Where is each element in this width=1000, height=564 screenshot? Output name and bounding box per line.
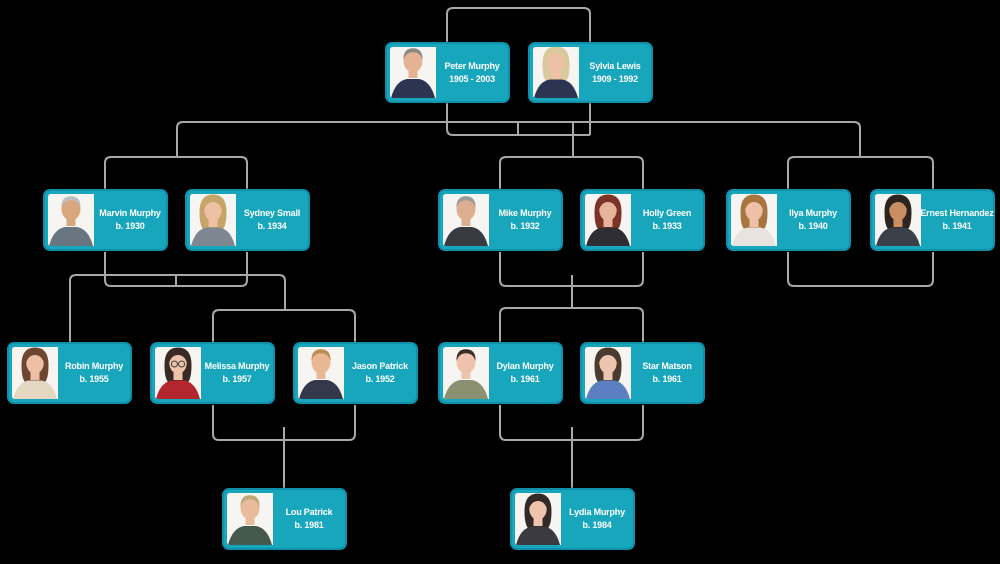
person-card-melissa-murphy[interactable]: Melissa Murphy b. 1957 — [150, 342, 275, 404]
portrait-photo — [48, 194, 94, 246]
person-card-dylan-murphy[interactable]: Dylan Murphy b. 1961 — [438, 342, 563, 404]
portrait-photo — [585, 347, 631, 399]
person-card-sydney-small[interactable]: Sydney Small b. 1934 — [185, 189, 310, 251]
person-name: Sydney Small — [243, 208, 301, 218]
person-name: Jason Patrick — [352, 361, 408, 371]
connector-underline-ilya-ernest — [787, 252, 934, 287]
portrait-photo — [585, 194, 631, 246]
person-years: b. 1957 — [222, 374, 252, 384]
person-label: Sydney Small b. 1934 — [238, 191, 306, 249]
person-card-star-matson[interactable]: Star Matson b. 1961 — [580, 342, 705, 404]
person-card-lydia-murphy[interactable]: Lydia Murphy b. 1984 — [510, 488, 635, 550]
person-label: Ilya Murphy b. 1940 — [779, 191, 847, 249]
person-name: Holly Green — [642, 208, 692, 218]
person-name: Marvin Murphy — [99, 208, 161, 218]
portrait-photo — [533, 47, 579, 98]
connector-sibling-line-robin-melissa — [69, 274, 286, 342]
person-name: Sylvia Lewis — [589, 60, 641, 71]
portrait-photo — [515, 493, 561, 545]
person-name: Melissa Murphy — [204, 361, 270, 371]
person-name: Mike Murphy — [498, 208, 552, 218]
person-years: b. 1961 — [652, 374, 682, 384]
person-label: Star Matson b. 1961 — [633, 344, 701, 402]
person-card-mike-murphy[interactable]: Mike Murphy b. 1932 — [438, 189, 563, 251]
person-label: Lydia Murphy b. 1984 — [563, 490, 631, 548]
portrait-photo — [155, 347, 201, 399]
portrait-photo — [443, 347, 489, 399]
portrait-photo — [190, 194, 236, 246]
person-card-lou-patrick[interactable]: Lou Patrick b. 1981 — [222, 488, 347, 550]
person-card-jason-patrick[interactable]: Jason Patrick b. 1952 — [293, 342, 418, 404]
person-name: Lou Patrick — [285, 507, 333, 517]
person-years: b. 1961 — [510, 374, 540, 384]
portrait-photo — [875, 194, 921, 246]
person-label: Sylvia Lewis 1909 - 1992 — [581, 44, 649, 101]
person-card-ilya-murphy[interactable]: Ilya Murphy b. 1940 — [726, 189, 851, 251]
person-years: b. 1930 — [115, 221, 145, 231]
connector-marriage-mike-holly — [499, 156, 644, 189]
person-name: Peter Murphy — [444, 60, 500, 71]
connector-marriage-dylan-star — [499, 307, 644, 342]
person-label: Jason Patrick b. 1952 — [346, 344, 414, 402]
portrait-photo — [731, 194, 777, 246]
connector-marriage-melissa-jason — [212, 309, 356, 342]
person-card-marvin-murphy[interactable]: Marvin Murphy b. 1930 — [43, 189, 168, 251]
connector-peter-descent — [446, 103, 590, 136]
person-years: b. 1981 — [294, 520, 324, 530]
person-label: Peter Murphy 1905 - 2003 — [438, 44, 506, 101]
person-card-ernest-hernandez[interactable]: Ernest Hernandez b. 1941 — [870, 189, 995, 251]
person-name: Robin Murphy — [64, 361, 124, 371]
person-label: Marvin Murphy b. 1930 — [96, 191, 164, 249]
person-label: Robin Murphy b. 1955 — [60, 344, 128, 402]
connector-marriage-ilya-ernest — [787, 156, 934, 189]
portrait-photo — [390, 47, 436, 98]
person-card-holly-green[interactable]: Holly Green b. 1933 — [580, 189, 705, 251]
person-label: Holly Green b. 1933 — [633, 191, 701, 249]
connector-marriage-peter-sylvia-top — [446, 7, 591, 42]
portrait-photo — [12, 347, 58, 399]
person-name: Ernest Hernandez — [920, 208, 994, 218]
person-label: Dylan Murphy b. 1961 — [491, 344, 559, 402]
person-card-peter-murphy[interactable]: Peter Murphy 1905 - 2003 — [385, 42, 510, 103]
person-label: Lou Patrick b. 1981 — [275, 490, 343, 548]
person-years: b. 1984 — [582, 520, 612, 530]
portrait-photo — [227, 493, 273, 545]
portrait-photo — [443, 194, 489, 246]
person-name: Dylan Murphy — [496, 361, 554, 371]
person-years: b. 1934 — [257, 221, 287, 231]
person-years: b. 1955 — [79, 374, 109, 384]
person-name: Star Matson — [642, 361, 692, 371]
person-name: Lydia Murphy — [569, 507, 625, 517]
person-years: b. 1932 — [510, 221, 540, 231]
person-label: Melissa Murphy b. 1957 — [203, 344, 271, 402]
person-years: 1905 - 2003 — [449, 73, 495, 84]
person-years: 1909 - 1992 — [592, 73, 638, 84]
person-card-sylvia-lewis[interactable]: Sylvia Lewis 1909 - 1992 — [528, 42, 653, 103]
person-years: b. 1941 — [942, 221, 972, 231]
person-label: Ernest Hernandez b. 1941 — [920, 191, 994, 249]
person-years: b. 1940 — [798, 221, 828, 231]
person-label: Mike Murphy b. 1932 — [491, 191, 559, 249]
person-years: b. 1952 — [365, 374, 395, 384]
connector-marriage-marvin-sydney — [104, 156, 248, 189]
person-name: Ilya Murphy — [789, 208, 837, 218]
portrait-photo — [298, 347, 344, 399]
person-card-robin-murphy[interactable]: Robin Murphy b. 1955 — [7, 342, 132, 404]
person-years: b. 1933 — [652, 221, 682, 231]
